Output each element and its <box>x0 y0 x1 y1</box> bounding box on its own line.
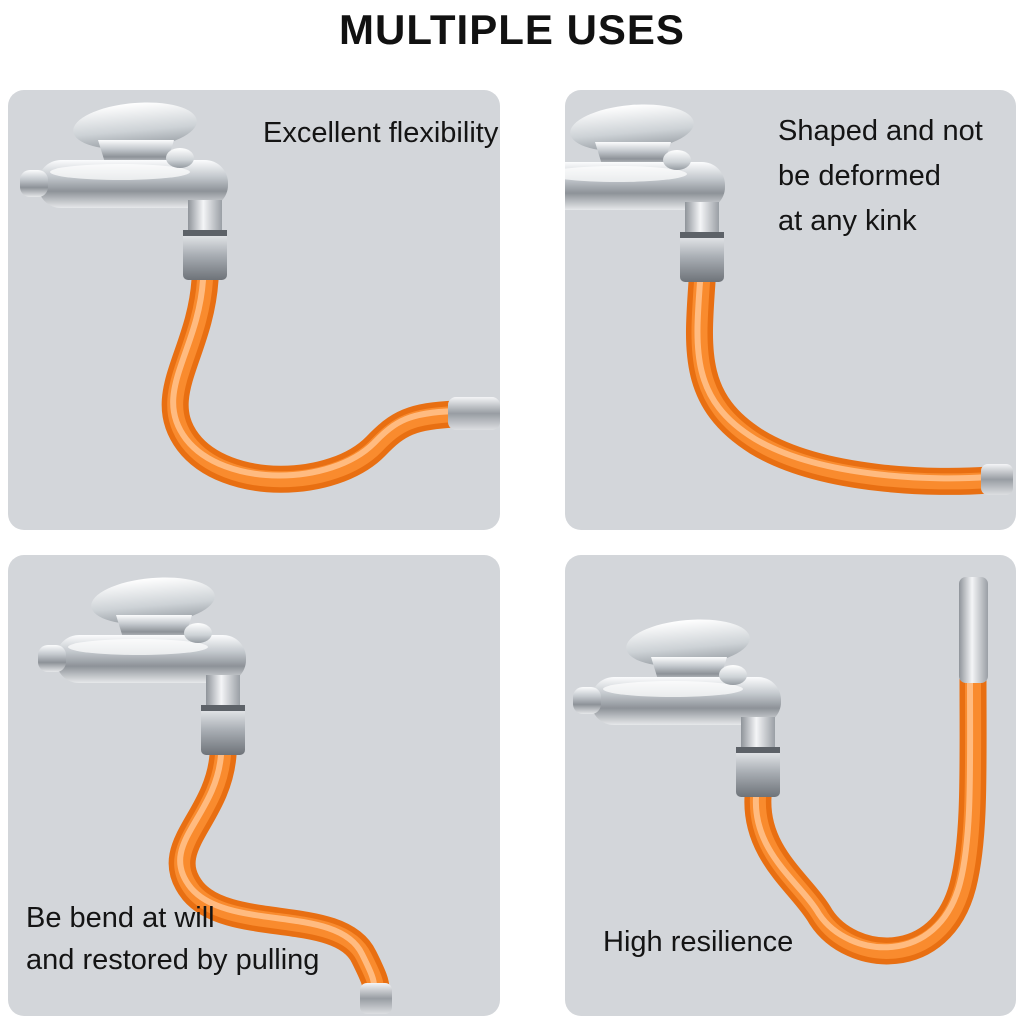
caption-line: Be bend at will <box>26 902 215 934</box>
faucet <box>38 572 246 755</box>
caption-line: Shaped and not <box>778 115 983 147</box>
hose-long-sweep <box>686 268 1003 495</box>
caption-line: and restored by pulling <box>26 944 319 976</box>
hose-chrome-tip <box>360 983 392 1014</box>
panel-resilience: High resilience <box>565 555 1016 1016</box>
page-title: MULTIPLE USES <box>339 6 685 53</box>
hose-u-up <box>744 666 987 965</box>
faucet <box>573 614 781 797</box>
faucet-scene-1: Excellent flexibility <box>20 97 500 493</box>
hose-chrome-tip <box>959 577 988 683</box>
hose-s-down <box>168 741 390 1003</box>
faucet-scene-3: Be bend at will and restored by pulling <box>26 572 392 1014</box>
caption: Excellent flexibility <box>263 117 499 149</box>
caption-line: be deformed <box>778 160 941 192</box>
hose-s-curve <box>161 266 470 493</box>
hose-chrome-tip <box>981 464 1013 495</box>
faucet <box>565 99 725 282</box>
hose-chrome-tip <box>448 397 500 430</box>
faucet-scene-2: Shaped and not be deformed at any kink <box>565 99 1013 495</box>
panel-bend: Be bend at will and restored by pulling <box>8 555 500 1016</box>
caption: High resilience <box>603 926 793 958</box>
caption-line: at any kink <box>778 205 917 237</box>
panel-grid: Excellent flexibility Shaped and not be … <box>8 90 1016 1016</box>
panel-flexibility: Excellent flexibility <box>8 90 500 530</box>
faucet-scene-4: High resilience <box>573 577 988 965</box>
faucet <box>20 97 228 280</box>
panel-shaped: Shaped and not be deformed at any kink <box>565 90 1016 530</box>
